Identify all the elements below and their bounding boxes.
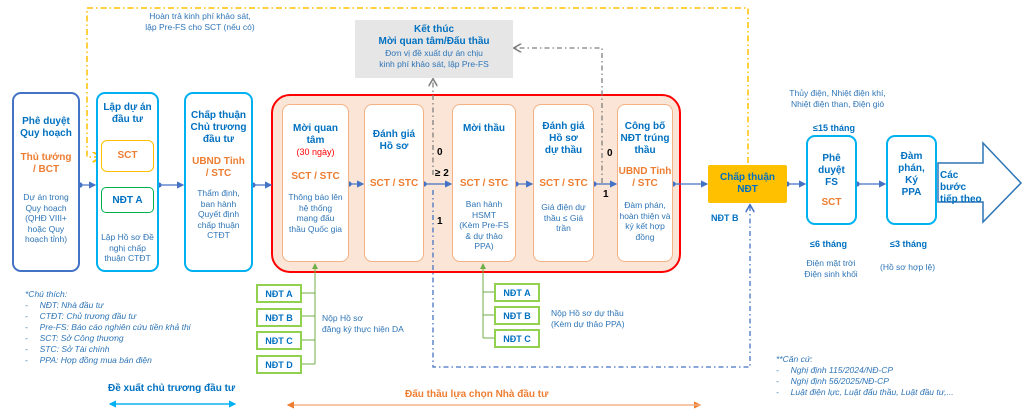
- bid-step-interest: Mời quan tâm (30 ngày) SCT / STC Thông b…: [282, 104, 349, 262]
- step2-title: Lập dự án đầu tư: [103, 102, 152, 125]
- interest-submission-label: Nộp Hồ sơ đăng ký thực hiện DA: [322, 313, 404, 334]
- refund-loop-line: [86, 7, 749, 163]
- approve-investor-box: Chấp thuận NĐT: [708, 165, 787, 203]
- legend-item: - Pre-FS: Báo cáo nghiên cứu tiền khả th…: [25, 322, 191, 332]
- single-bidder-line: [432, 190, 750, 368]
- legend-item: - PPA: Hợp đồng mua bán điện: [25, 355, 152, 365]
- bidder-box: NĐT A: [494, 283, 540, 302]
- bid-step-title: Đánh giá Hồ sơ: [372, 129, 416, 152]
- bid-step-note: (30 ngày): [296, 147, 335, 157]
- investor-box: NĐT B: [256, 308, 302, 327]
- bid-step-org: SCT / STC: [369, 178, 419, 189]
- next-steps-label: Các bước tiếp theo: [940, 170, 982, 205]
- basis-item: - Nghị định 56/2025/NĐ-CP: [776, 376, 889, 386]
- branch-label-zero-2: 0: [607, 148, 613, 159]
- approve-fs-box: Phê duyệt FS SCT: [806, 135, 857, 225]
- fs-title: Phê duyệt FS: [818, 153, 845, 188]
- end-box-title: Kết thúc Mời quan tâm/Đấu thầu: [378, 24, 490, 47]
- legend-item: - CTĐT: Chủ trương đầu tư: [25, 311, 137, 321]
- bid-step-invite: Mời thầu SCT / STC Ban hành HSMT (Kèm Pr…: [452, 104, 516, 262]
- basis-item: - Luật điện lực, Luật đấu thầu, Luật đầu…: [776, 387, 954, 397]
- next-steps-arrow-shape: [937, 141, 1023, 224]
- legend-title: *Chú thích:: [25, 289, 68, 299]
- ppa-note: (Hồ sơ hợp lệ): [880, 262, 936, 272]
- bid-step-desc: Giá điện dự thầu ≤ Giá trần: [541, 202, 586, 233]
- step3-org: UBND Tỉnh / STC: [192, 156, 245, 179]
- bid-step-desc: Đàm phán, hoàn thiện và ký kết hợp đồng: [619, 200, 671, 242]
- legend: *Chú thích: - NĐT: Nhà đầu tư - CTĐT: Ch…: [25, 289, 191, 366]
- bid-submission-label: Nộp Hồ sơ dự thầu (Kèm dự thảo PPA): [551, 308, 625, 329]
- basis-item: - Nghị định 115/2024/NĐ-CP: [776, 365, 894, 375]
- bid-step-title: Đánh giá Hồ sơ dự thầu: [542, 121, 585, 156]
- legend-item: - NĐT: Nhà đầu tư: [25, 300, 104, 310]
- step1-desc: Dự án trong Quy hoạch (QHĐ VIII+ hoặc Qu…: [23, 192, 69, 244]
- bid-step-org: SCT / STC: [539, 178, 588, 189]
- step3-desc: Thẩm định, ban hành Quyết định chấp thuậ…: [197, 188, 240, 240]
- fs-types-top: Thủy điện, Nhiệt điện khí, Nhiệt điện th…: [789, 88, 886, 109]
- fs-types-bottom: Điện mặt trời Điện sinh khối: [804, 258, 858, 279]
- fs-duration-max: ≤15 tháng: [813, 123, 855, 133]
- step2-sct-box: SCT: [101, 140, 154, 172]
- basis-title: **Căn cứ:: [776, 354, 813, 364]
- end-interest-bidding-box: Kết thúc Mời quan tâm/Đấu thầu Đơn vị đề…: [355, 20, 513, 78]
- branch-label-two-plus: ≥ 2: [435, 168, 449, 179]
- bid-step-announce: Công bố NĐT trúng thầu UBND Tỉnh / STC Đ…: [617, 104, 673, 262]
- branch-label-one-2: 1: [603, 189, 609, 200]
- bid-step-desc: Thông báo lên hệ thống mạng đấu thầu Quố…: [288, 192, 343, 234]
- bid-step-evaluate: Đánh giá Hồ sơ SCT / STC: [364, 104, 424, 262]
- investor-box: NĐT A: [256, 284, 302, 303]
- refund-note: Hoàn trả kinh phí khảo sát, lập Pre-FS c…: [145, 11, 255, 32]
- bid-step-org: UBND Tỉnh / STC: [618, 166, 672, 189]
- step2-ndt-box: NĐT A: [101, 187, 154, 213]
- end-box-desc: Đơn vị đề xuất dự án chịu kinh phí khảo …: [379, 48, 489, 69]
- bid-step-title: Công bố NĐT trúng thầu: [620, 121, 670, 156]
- fs-duration-min: ≤6 tháng: [810, 239, 847, 249]
- bidding-phase-label: Đấu thầu lựa chọn Nhà đầu tư: [405, 389, 549, 400]
- bidder-box: NĐT B: [494, 306, 540, 325]
- step2-desc: Lập Hồ sơ Đề nghị chấp thuận CTĐT: [101, 232, 154, 263]
- bid-step-desc: Ban hành HSMT (Kèm Pre-FS & dự thảo PPA): [459, 199, 509, 251]
- step-prepare-project: Lập dự án đầu tư SCT NĐT A Lập Hồ sơ Đề …: [96, 92, 159, 272]
- legend-item: - SCT: Sở Công thương: [25, 333, 124, 343]
- branch-label-zero: 0: [437, 147, 443, 158]
- ppa-title: Đàm phán, Ký PPA: [898, 151, 925, 198]
- bidder-box: NĐT C: [494, 329, 540, 348]
- step1-title: Phê duyệt Quy hoạch: [20, 116, 72, 139]
- investor-box: NĐT D: [256, 355, 302, 374]
- ppa-negotiation-box: Đàm phán, Ký PPA: [886, 135, 937, 225]
- proposal-phase-label: Đề xuất chủ trương đầu tư: [108, 383, 236, 394]
- legal-basis: **Căn cứ: - Nghị định 115/2024/NĐ-CP - N…: [776, 354, 954, 398]
- step-approve-planning: Phê duyệt Quy hoạch Thủ tướng / BCT Dự á…: [12, 92, 80, 272]
- legend-item: - STC: Sở Tài chính: [25, 344, 110, 354]
- step3-title: Chấp thuận Chủ trương đầu tư: [190, 110, 247, 145]
- bid-step-evaluate-bids: Đánh giá Hồ sơ dự thầu SCT / STC Giá điệ…: [533, 104, 594, 262]
- step1-org: Thủ tướng / BCT: [20, 152, 72, 175]
- branch-label-one: 1: [437, 216, 443, 227]
- step-approve-policy: Chấp thuận Chủ trương đầu tư UBND Tỉnh /…: [184, 92, 253, 272]
- bid-step-org: SCT / STC: [291, 171, 340, 182]
- investor-b-label: NĐT B: [711, 213, 739, 223]
- bid-step-title: Mời quan tâm: [293, 123, 338, 146]
- ppa-duration: ≤3 tháng: [890, 239, 927, 249]
- fs-org: SCT: [821, 197, 842, 208]
- investor-box: NĐT C: [256, 331, 302, 350]
- bid-step-org: SCT / STC: [459, 178, 509, 189]
- bid-step-title: Mời thầu: [462, 123, 506, 134]
